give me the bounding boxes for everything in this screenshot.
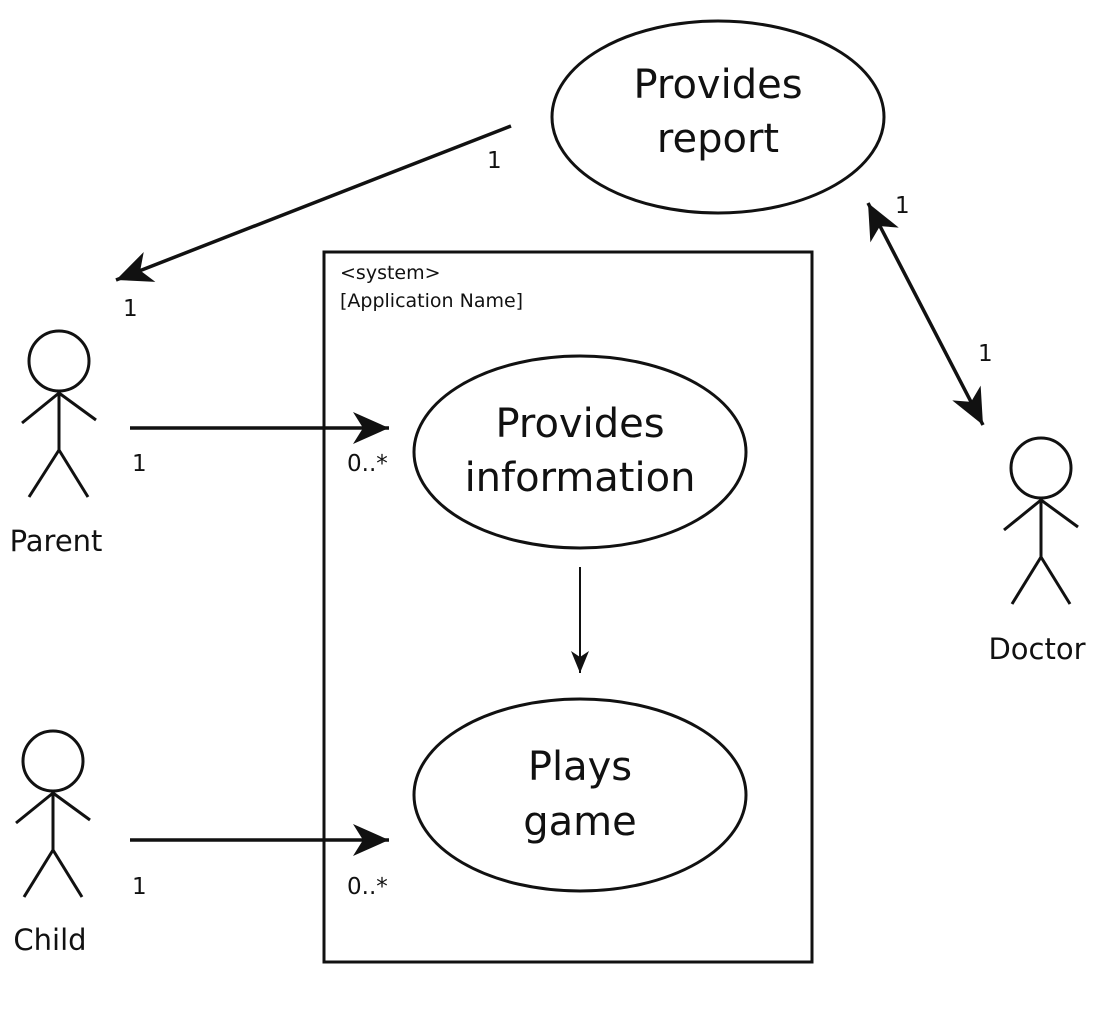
actor-parent[interactable]: Parent bbox=[10, 329, 103, 558]
multiplicity-doctor-end: 1 bbox=[978, 341, 993, 367]
system-stereotype: <system> bbox=[340, 262, 441, 284]
multiplicity-child-source: 1 bbox=[132, 874, 147, 900]
use-case-plays-game[interactable]: Plays game bbox=[412, 697, 748, 893]
association-child-to-game: 1 0..* bbox=[130, 824, 389, 900]
multiplicity-report-doctor-end: 1 bbox=[895, 193, 910, 219]
stick-figure-icon bbox=[15, 729, 91, 898]
actor-parent-label: Parent bbox=[10, 524, 103, 558]
multiplicity-game-target: 0..* bbox=[347, 874, 388, 900]
use-case-provides-information-line2: information bbox=[465, 455, 696, 501]
system-name: [Application Name] bbox=[340, 290, 523, 312]
multiplicity-parent-source: 1 bbox=[132, 451, 147, 477]
use-case-provides-report-line2: report bbox=[657, 116, 779, 162]
actor-child[interactable]: Child bbox=[13, 729, 91, 957]
multiplicity-information-target: 0..* bbox=[347, 451, 388, 477]
multiplicity-report-source: 1 bbox=[487, 148, 502, 174]
association-parent-to-information: 1 0..* bbox=[130, 412, 389, 477]
system-boundary: <system> [Application Name] bbox=[322, 250, 814, 964]
multiplicity-parent-target: 1 bbox=[123, 296, 138, 322]
use-case-provides-report[interactable]: Provides report bbox=[550, 19, 886, 215]
use-case-provides-report-line1: Provides bbox=[633, 62, 802, 108]
use-case-provides-information-line1: Provides bbox=[495, 401, 664, 447]
stick-figure-icon bbox=[21, 329, 97, 498]
association-report-to-parent: 1 1 bbox=[115, 124, 512, 322]
actor-doctor-label: Doctor bbox=[988, 632, 1085, 666]
actor-child-label: Child bbox=[13, 923, 86, 957]
use-case-provides-information[interactable]: Provides information bbox=[412, 354, 748, 550]
use-case-plays-game-line1: Plays bbox=[528, 744, 632, 790]
actor-doctor[interactable]: Doctor bbox=[988, 436, 1086, 666]
association-doctor-report: 1 1 bbox=[866, 193, 993, 426]
use-case-plays-game-line2: game bbox=[523, 799, 636, 845]
stick-figure-icon bbox=[1003, 436, 1079, 605]
